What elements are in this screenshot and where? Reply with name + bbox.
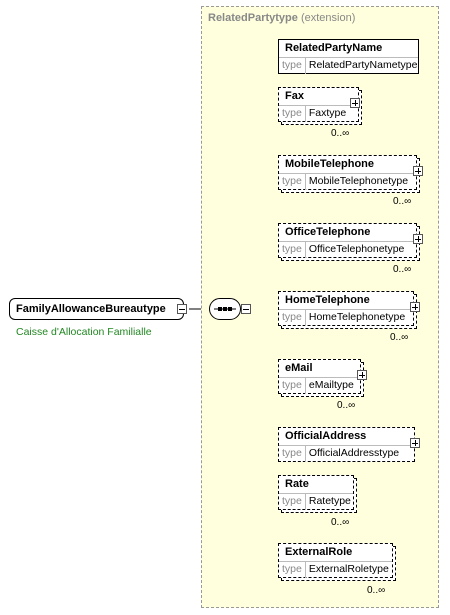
element-rate[interactable]: Rate type Ratetype <box>278 475 354 510</box>
type-keyword: type <box>279 562 306 578</box>
type-value: Faxtype <box>308 107 347 119</box>
element-type-row: type MobileTelephonetype <box>279 173 416 190</box>
occurrence: 0..∞ <box>337 400 356 411</box>
type-value: MobileTelephonetype <box>308 175 409 187</box>
expand-icon[interactable] <box>357 370 367 380</box>
type-keyword: type <box>279 310 306 326</box>
element-related-party-name[interactable]: RelatedPartyName type RelatedPartyNamety… <box>278 39 419 74</box>
occurrence: 0..∞ <box>393 196 412 207</box>
element-name: ExternalRole <box>285 546 353 558</box>
element-name: Rate <box>285 478 309 490</box>
element-type-row: type eMailtype <box>279 377 360 394</box>
element-official-address[interactable]: OfficialAddress type OfficialAddresstype <box>278 427 415 462</box>
extension-suffix: (extension) <box>300 12 356 24</box>
element-type-row: type ExternalRoletype <box>279 561 392 578</box>
occurrence: 0..∞ <box>367 585 386 596</box>
element-name: RelatedPartyName <box>285 42 383 54</box>
collapse-icon[interactable] <box>177 304 187 314</box>
type-keyword: type <box>279 174 306 190</box>
expand-icon[interactable] <box>410 438 420 448</box>
element-office-telephone[interactable]: OfficeTelephone type OfficeTelephonetype <box>278 223 417 258</box>
expand-icon[interactable] <box>350 98 360 108</box>
expand-icon[interactable] <box>413 234 423 244</box>
element-name: OfficialAddress <box>285 430 367 442</box>
type-value: RelatedPartyNametype <box>308 59 418 71</box>
extension-name: RelatedPartytype <box>208 12 298 24</box>
element-type-row: type OfficialAddresstype <box>279 445 414 462</box>
element-fax[interactable]: Fax type Faxtype <box>278 87 359 122</box>
sequence-icon <box>214 307 236 311</box>
sequence-collapse-icon[interactable] <box>241 304 251 314</box>
element-name: HomeTelephone <box>285 294 370 306</box>
extension-title: RelatedPartytype (extension) <box>208 12 355 24</box>
element-home-telephone[interactable]: HomeTelephone type HomeTelephonetype <box>278 291 414 326</box>
element-external-role[interactable]: ExternalRole type ExternalRoletype <box>278 543 393 578</box>
type-value: ExternalRoletype <box>308 563 389 575</box>
element-name: Fax <box>285 90 304 102</box>
sequence-compositor[interactable] <box>209 298 241 320</box>
element-type-row: type HomeTelephonetype <box>279 309 413 326</box>
type-value: OfficialAddresstype <box>308 447 400 459</box>
element-email[interactable]: eMail type eMailtype <box>278 359 361 394</box>
element-name: OfficeTelephone <box>285 226 371 238</box>
type-keyword: type <box>279 494 306 510</box>
type-value: eMailtype <box>308 379 354 391</box>
element-type-row: type Faxtype <box>279 105 358 122</box>
type-value: HomeTelephonetype <box>308 311 406 323</box>
type-keyword: type <box>279 242 306 258</box>
element-type-row: type OfficeTelephonetype <box>279 241 416 258</box>
type-keyword: type <box>279 106 306 122</box>
root-description: Caisse d'Allocation Familialle <box>16 326 152 338</box>
occurrence: 0..∞ <box>393 264 412 275</box>
root-element[interactable]: FamilyAllowanceBureautype <box>9 298 184 320</box>
type-value: OfficeTelephonetype <box>308 243 405 255</box>
element-mobile-telephone[interactable]: MobileTelephone type MobileTelephonetype <box>278 155 417 190</box>
expand-icon[interactable] <box>410 302 420 312</box>
element-name: MobileTelephone <box>285 158 375 170</box>
root-element-name: FamilyAllowanceBureautype <box>16 303 166 315</box>
type-keyword: type <box>279 378 306 394</box>
expand-icon[interactable] <box>413 166 423 176</box>
type-value: Ratetype <box>308 495 351 507</box>
type-keyword: type <box>279 446 306 462</box>
occurrence: 0..∞ <box>331 517 350 528</box>
element-name: eMail <box>285 362 313 374</box>
element-type-row: type Ratetype <box>279 493 353 510</box>
occurrence: 0..∞ <box>390 332 409 343</box>
type-keyword: type <box>279 58 306 74</box>
element-type-row: type RelatedPartyNametype <box>279 57 418 74</box>
occurrence: 0..∞ <box>331 128 350 139</box>
